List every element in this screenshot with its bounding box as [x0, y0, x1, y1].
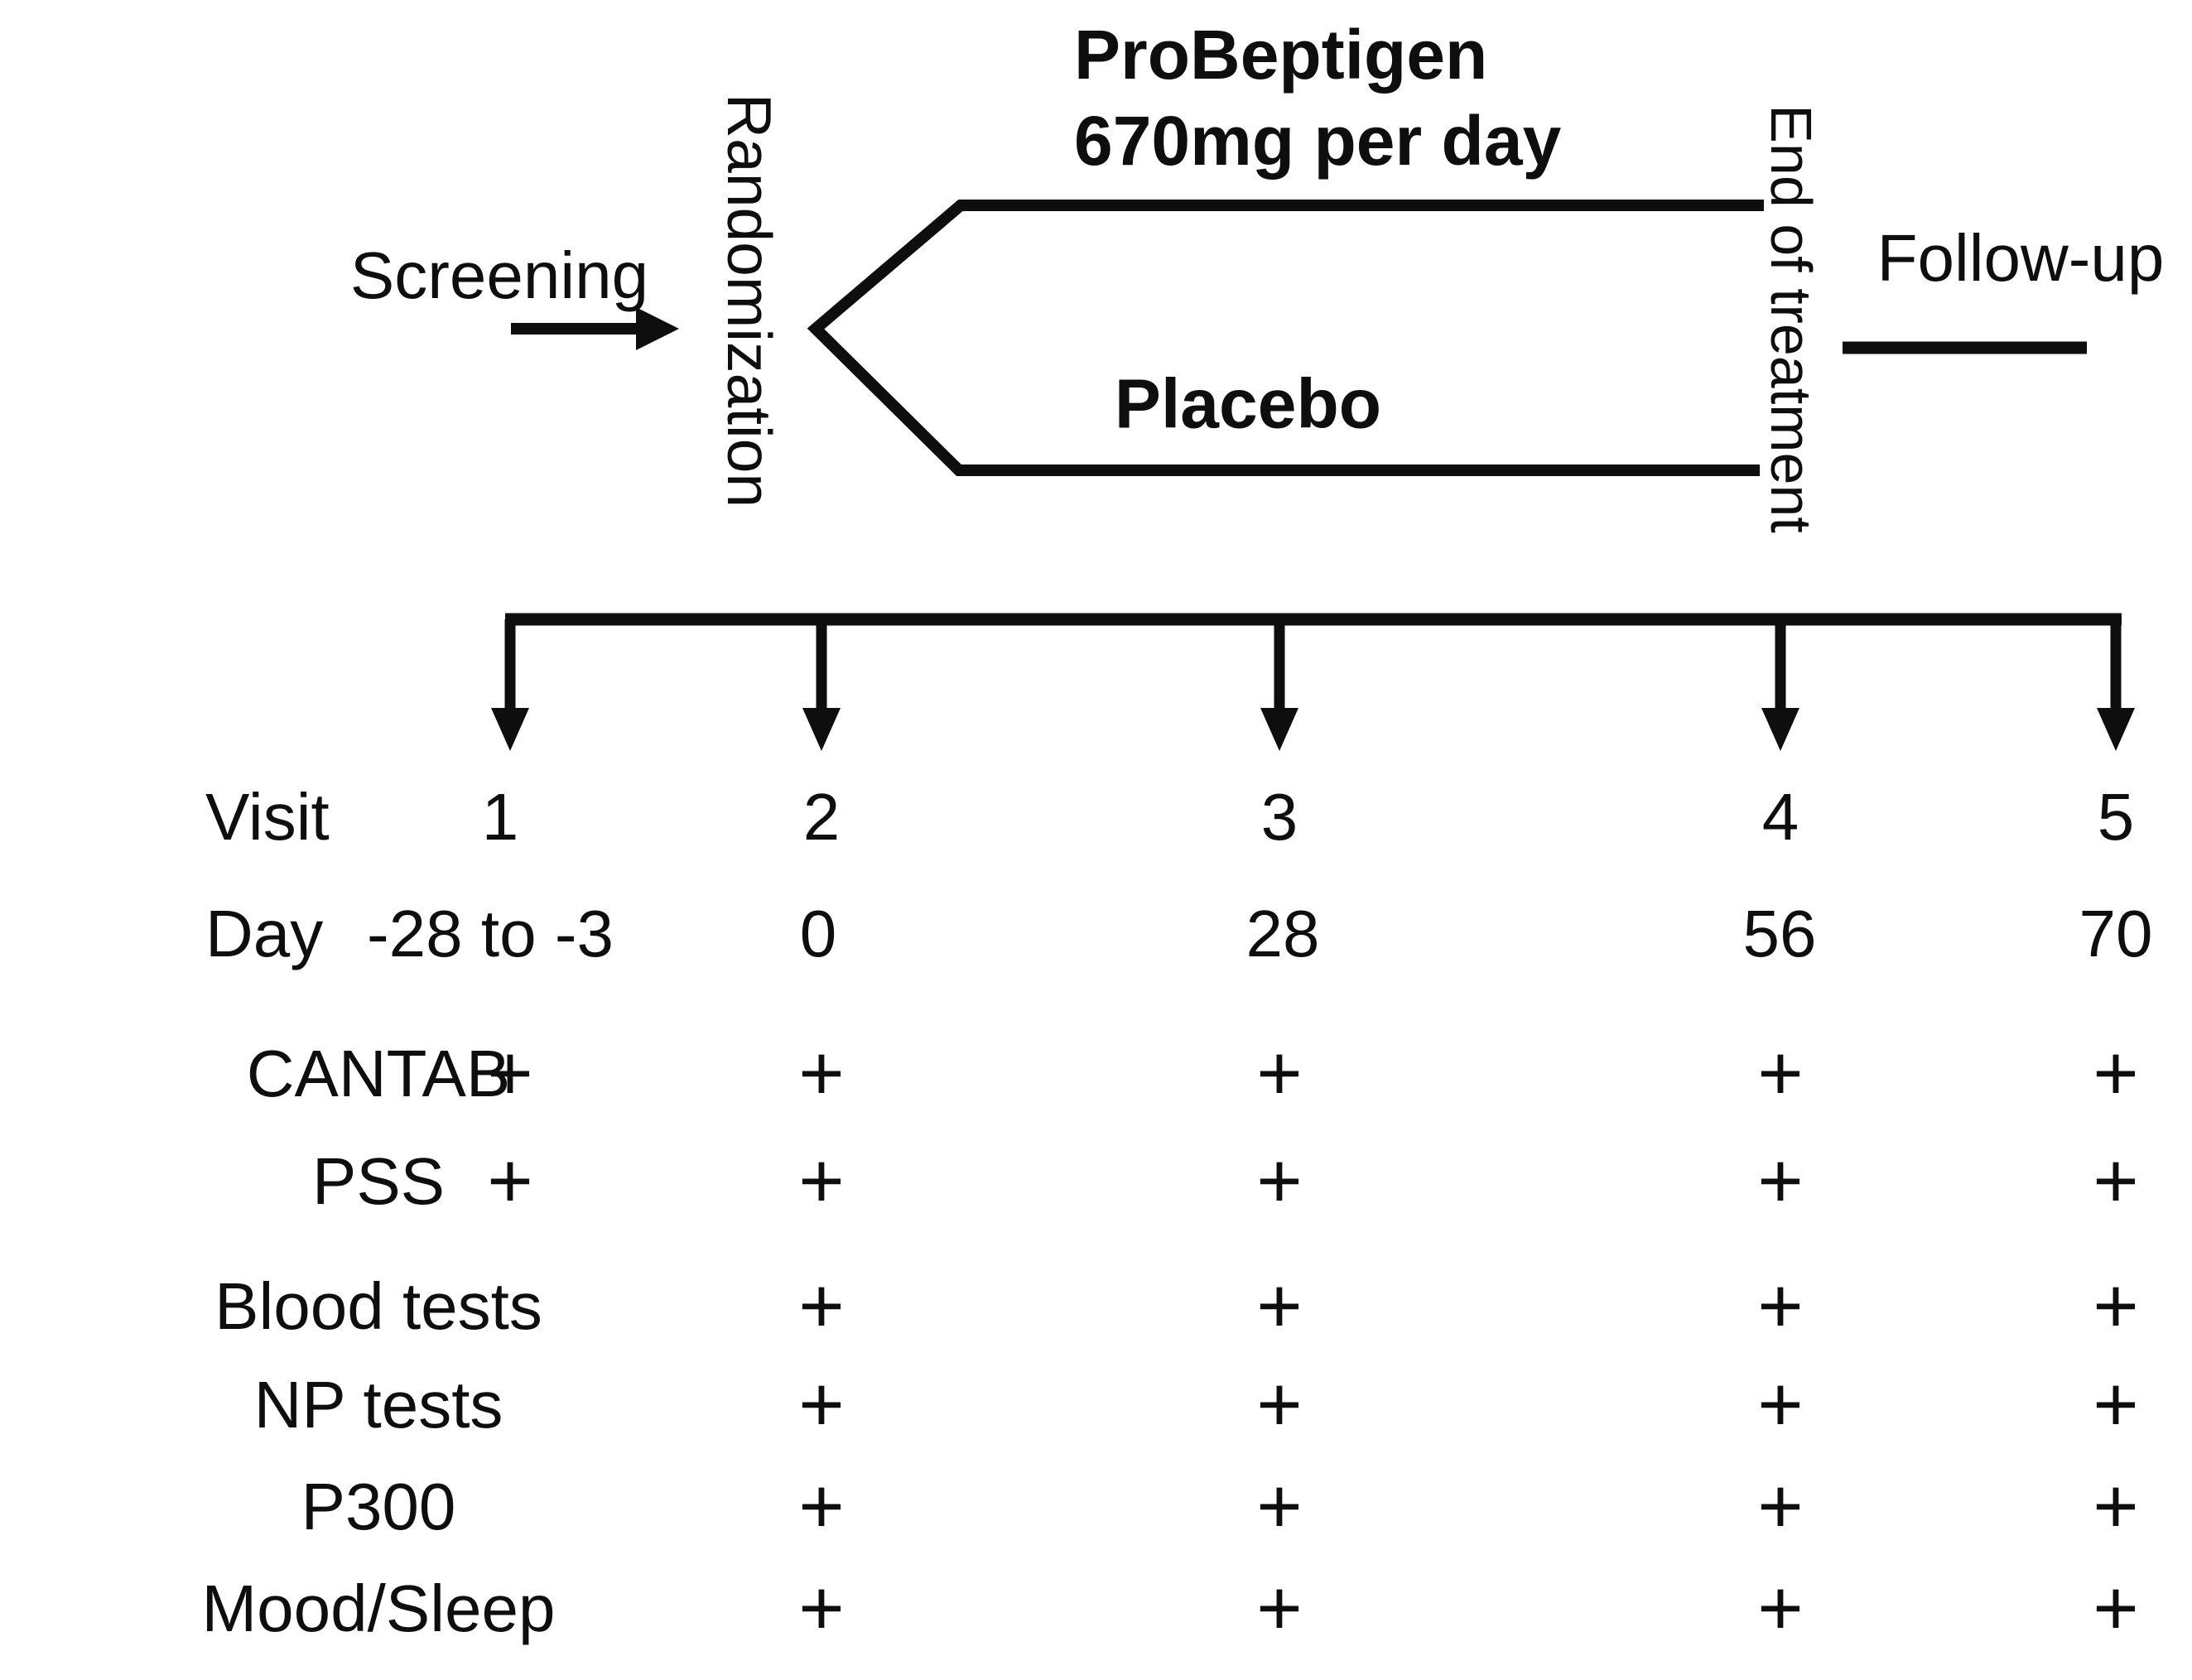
mark-blood-v3: +: [1256, 1262, 1303, 1350]
mark-cantab-v4: +: [1757, 1029, 1804, 1118]
follow-up-label: Follow-up: [1876, 221, 2165, 295]
visit-arrow-5: [2097, 619, 2135, 751]
assessment-label-cantab: CANTAB: [246, 1037, 511, 1110]
visit-row-label: Visit: [205, 780, 330, 854]
mark-pss-v4: +: [1757, 1137, 1804, 1225]
assessment-label-blood-tests: Blood tests: [214, 1269, 542, 1343]
day-value-2: 0: [799, 897, 837, 970]
day-value-4: 56: [1742, 897, 1817, 970]
placebo-arm-label: Placebo: [1114, 364, 1382, 443]
end-of-treatment-label: End of treatment: [1759, 104, 1823, 533]
assessment-label-p300: P300: [301, 1470, 456, 1543]
visit-number-2: 2: [802, 780, 841, 854]
mark-blood-v4: +: [1757, 1262, 1804, 1350]
screening-arrow: [511, 307, 679, 350]
mark-pss-v2: +: [798, 1137, 845, 1225]
mark-mood-v2: +: [798, 1564, 845, 1653]
treatment-arm-label: ProBeptigen 670mg per day: [1074, 12, 1561, 184]
mark-np-v3: +: [1256, 1360, 1303, 1449]
mark-p300-v5: +: [2093, 1462, 2139, 1551]
randomization-branch-lines: [807, 200, 1764, 476]
mark-mood-v5: +: [2093, 1564, 2139, 1653]
treatment-arm-name: ProBeptigen: [1074, 16, 1488, 94]
day-value-1: -28 to -3: [367, 897, 614, 970]
mark-pss-v3: +: [1256, 1137, 1303, 1225]
assessment-label-mood-sleep: Mood/Sleep: [201, 1572, 556, 1645]
day-value-3: 28: [1245, 897, 1320, 970]
treatment-arm-dose: 670mg per day: [1074, 102, 1562, 180]
mark-cantab-v3: +: [1256, 1029, 1303, 1118]
visit-number-1: 1: [481, 780, 519, 854]
randomization-label: Randomization: [715, 93, 784, 508]
visit-number-3: 3: [1260, 780, 1298, 854]
mark-cantab-v2: +: [798, 1029, 845, 1118]
assessment-label-pss: PSS: [311, 1144, 446, 1218]
visit-arrow-3: [1260, 619, 1298, 751]
mark-p300-v4: +: [1757, 1462, 1804, 1551]
day-value-5: 70: [2079, 897, 2153, 970]
mark-blood-v5: +: [2093, 1262, 2139, 1350]
mark-cantab-v5: +: [2093, 1029, 2139, 1118]
day-row-label: Day: [205, 897, 324, 970]
mark-pss-v1: +: [487, 1137, 533, 1225]
mark-np-v5: +: [2093, 1360, 2139, 1449]
mark-np-v4: +: [1757, 1360, 1804, 1449]
mark-blood-v2: +: [798, 1262, 845, 1350]
mark-mood-v3: +: [1256, 1564, 1303, 1653]
mark-p300-v3: +: [1256, 1462, 1303, 1551]
visit-arrow-4: [1761, 619, 1799, 751]
visit-arrow-2: [802, 619, 841, 751]
visit-number-5: 5: [2097, 780, 2135, 854]
assessment-label-np-tests: NP tests: [253, 1368, 503, 1442]
visit-number-4: 4: [1761, 780, 1799, 854]
visit-arrow-1: [491, 619, 529, 751]
mark-np-v2: +: [798, 1360, 845, 1449]
mark-cantab-v1: +: [487, 1029, 533, 1118]
mark-pss-v5: +: [2093, 1137, 2139, 1225]
mark-mood-v4: +: [1757, 1564, 1804, 1653]
screening-label: Screening: [349, 238, 649, 312]
mark-p300-v2: +: [798, 1462, 845, 1551]
